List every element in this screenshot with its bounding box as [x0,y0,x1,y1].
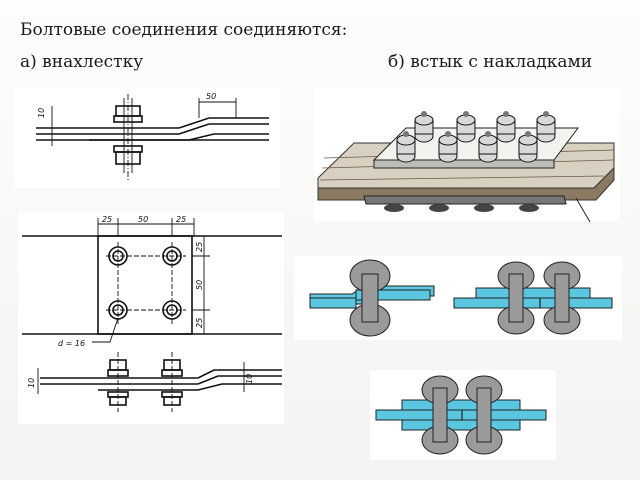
lap-joint-plan-drawing: 25 50 25 25 50 25 d = 16 [18,212,284,424]
hole-diameter-label: d = 16 [58,339,85,348]
lap-joint-side-drawing: 10 50 [14,88,280,188]
dim-right-1: 25 [195,242,204,252]
cross-sections-row [294,256,622,340]
double-cover-section [370,370,556,460]
butt-joint-render [314,88,620,222]
lap-joint-label: а) внахлестку [20,52,144,72]
butt-joint-label: б) встык с накладками [388,52,593,72]
dim-thickness: 10 [37,108,46,118]
dim-top-2: 50 [138,215,148,224]
page-title: Болтовые соединения соединяются: [20,20,348,40]
dim-right-3: 25 [195,318,204,328]
dim-side-left: 10 [27,378,36,388]
dim-offset: 50 [206,92,216,101]
dim-right-2: 50 [195,280,204,290]
dim-top-3: 25 [176,215,186,224]
dim-top-1: 25 [102,215,112,224]
dim-side-right: 10 [245,374,254,384]
